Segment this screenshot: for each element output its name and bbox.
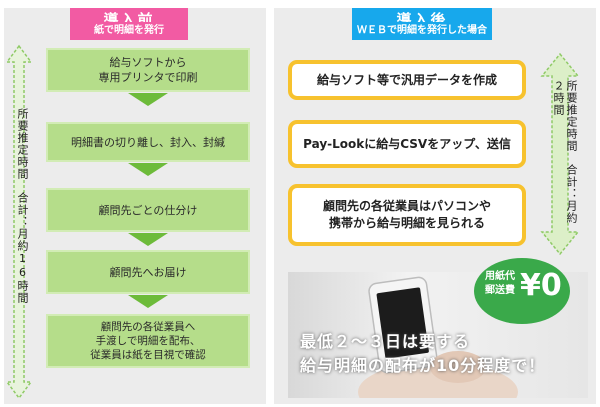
before-duration-arrow: [5, 44, 33, 400]
after-duration-arrow: [540, 52, 580, 256]
after-step-2-text: Pay-Lookに給与CSVをアップ、送信: [303, 136, 511, 151]
cost-label: 用紙代 郵送費: [485, 271, 515, 296]
after-step-3-text: 顧問先の各従業員はパソコンや 携帯から給与明細を見られる: [322, 199, 491, 230]
cost-value: ¥0: [520, 268, 562, 303]
before-duration-label: 所要推定時間 合計：月約16時間: [16, 108, 29, 304]
before-step-1-text: 給与ソフトから 専用プリンタで印刷: [98, 56, 198, 84]
after-step-1-text: 給与ソフト等で汎用データを作成: [316, 72, 497, 87]
before-arrow-2: [128, 163, 168, 176]
after-step-3: 顧問先の各従業員はパソコンや 携帯から給与明細を見られる: [288, 184, 526, 246]
before-step-2: 明細書の切り離し、封入、封緘: [46, 122, 250, 162]
before-subtitle: 紙で明細を発行: [70, 22, 188, 40]
caption-line-1: 最低２～３日は要する: [300, 332, 471, 351]
before-step-4: 顧問先へお届け: [46, 250, 250, 294]
before-step-3: 顧問先ごとの仕分け: [46, 188, 250, 232]
before-step-1: 給与ソフトから 専用プリンタで印刷: [46, 48, 250, 92]
before-arrow-1: [128, 93, 168, 106]
before-arrow-3: [128, 233, 168, 246]
caption-line-2: 給与明細の配布が10分程度で！: [300, 356, 546, 375]
before-step-3-text: 顧問先ごとの仕分け: [98, 203, 198, 217]
cost-badge: [474, 258, 570, 324]
before-step-2-text: 明細書の切り離し、封入、封緘: [71, 135, 225, 149]
before-step-5: 顧問先の各従業員へ 手渡しで明細を配布、 従業員は紙を目視で確認: [46, 314, 250, 368]
after-step-1: 給与ソフト等で汎用データを作成: [288, 60, 526, 100]
smartphone-photo: [288, 272, 588, 398]
after-subtitle: ＷＥＢで明細を発行した場合: [352, 22, 492, 40]
before-step-5-text: 顧問先の各従業員へ 手渡しで明細を配布、 従業員は紙を目視で確認: [90, 321, 206, 361]
after-step-2: Pay-Lookに給与CSVをアップ、送信: [288, 120, 526, 168]
before-step-4-text: 顧問先へお届け: [109, 265, 187, 279]
after-duration-label: 所要推定時間 合計：月約２時間: [552, 80, 578, 224]
hand-phone-image: [358, 276, 518, 398]
before-arrow-4: [128, 295, 168, 308]
